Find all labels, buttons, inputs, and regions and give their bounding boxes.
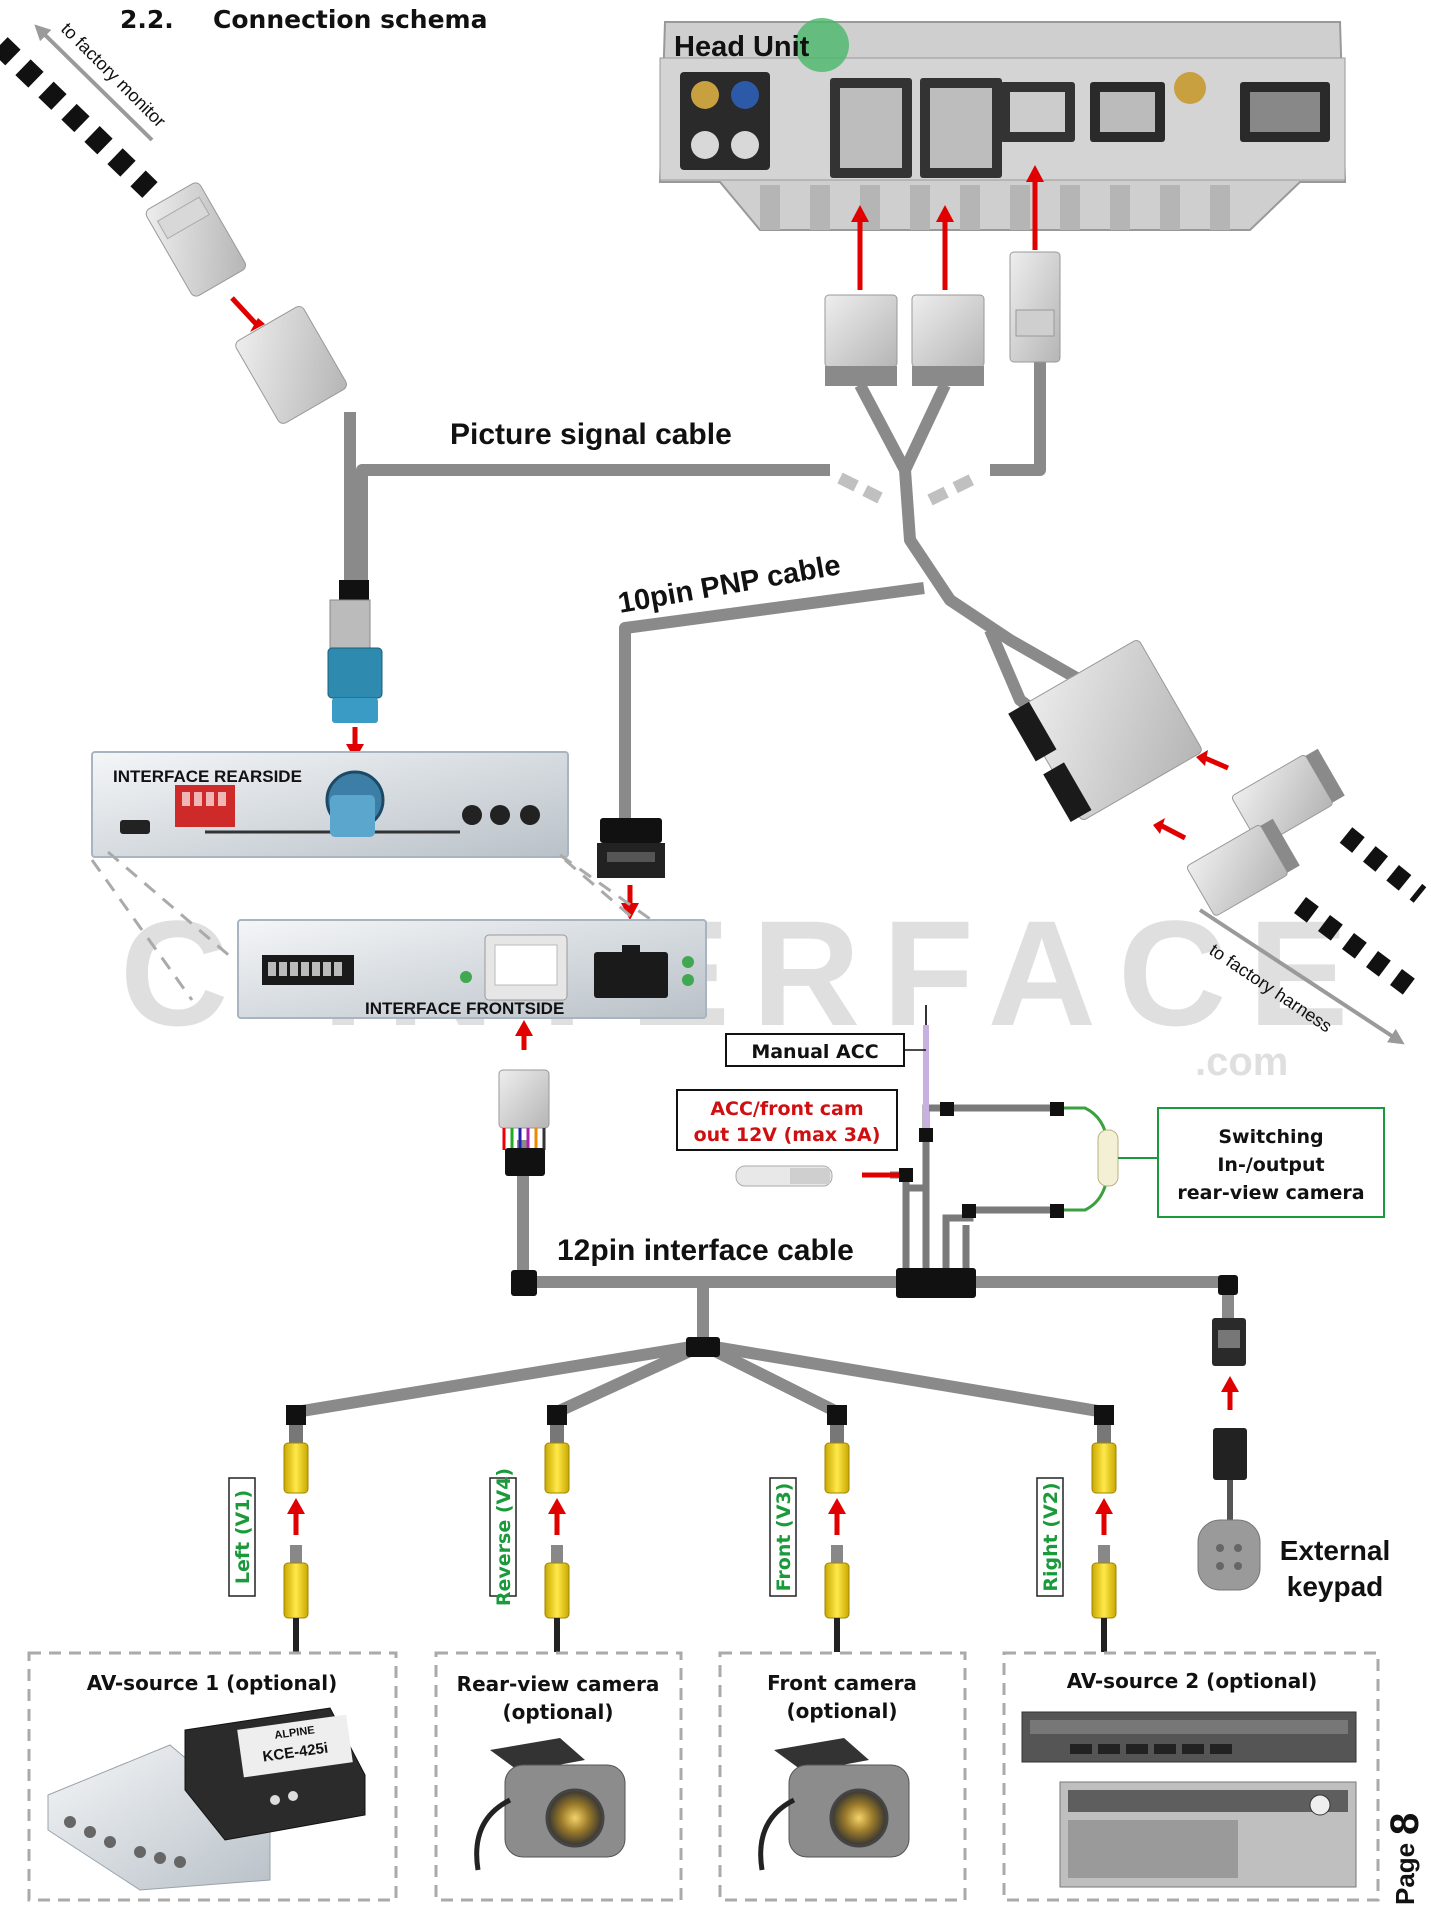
joint-keypad <box>1218 1275 1238 1295</box>
rca-label-4: Right (V2) <box>1040 1482 1062 1591</box>
acc-box: ACC/front cam out 12V (max 3A) <box>676 1089 898 1151</box>
alpine-brand: ALPINE <box>274 1724 316 1741</box>
rca-label-2: Reverse (V4) <box>493 1468 515 1606</box>
twelve-pin-connector <box>498 1069 550 1176</box>
source-3-title: Front camera <box>767 1671 917 1695</box>
picture-dash-right <box>927 472 978 506</box>
rca-label-3: Front (V3) <box>773 1483 795 1592</box>
rca-column-4: Right (V2) <box>1036 1405 1117 1652</box>
harness-trunk <box>899 469 1083 686</box>
source-box-4 <box>1002 1651 1380 1902</box>
picture-dash-left <box>837 472 883 504</box>
source-box-2 <box>434 1651 683 1902</box>
rca-label-1: Left (V1) <box>232 1490 254 1584</box>
fan-reverse <box>554 1339 706 1418</box>
harness-connectors <box>824 251 1061 386</box>
switching-box: Switching In-/output rear-view camera <box>1118 1107 1385 1218</box>
keypad-label-line2: keypad <box>1287 1571 1384 1602</box>
pnp-connector <box>597 818 665 878</box>
source-3-subtitle: (optional) <box>786 1699 897 1723</box>
rca-column-3: Front (V3) <box>769 1405 850 1652</box>
section-title: Connection schema <box>213 5 487 34</box>
watermark-suffix: .com <box>1195 1040 1288 1084</box>
picture-signal-cable <box>356 464 830 590</box>
source-1-title: AV-source 1 (optional) <box>87 1671 338 1695</box>
monitor-socket <box>235 305 347 424</box>
joint-fan <box>686 1337 720 1357</box>
monitor-dashed-cable <box>0 37 158 198</box>
section-number: 2.2. <box>120 5 174 34</box>
interface-frontside <box>237 919 707 1019</box>
cable-joints <box>511 1102 1238 1357</box>
rca-inputs: Left (V1) Reverse (V4) Front (V3) Right (V2… <box>228 1405 1117 1652</box>
fan-right <box>702 1339 1105 1418</box>
harness-mid <box>899 382 951 473</box>
joint-switch-top <box>1050 1102 1064 1116</box>
monitor-plug <box>145 182 247 297</box>
harness-dashed-bottom <box>1294 897 1426 1003</box>
picture-cable-label: Picture signal cable <box>450 418 732 451</box>
av-source-2-devices <box>1021 1711 1357 1888</box>
manual-acc-label: Manual ACC <box>751 1041 878 1063</box>
cables <box>290 360 1234 1425</box>
wire-bundle <box>890 1104 1055 1282</box>
fuse <box>1097 1129 1119 1187</box>
picture-right-end <box>990 360 1046 476</box>
hu-connector-2 <box>911 294 985 368</box>
interface-cable-label: 12pin interface cable <box>557 1234 854 1267</box>
rear-camera-device <box>474 1738 626 1871</box>
interface-box: INTERFACE REARSIDE INTERFACE FRONTSIDE <box>90 751 707 1019</box>
head-unit-arrows <box>851 165 1044 290</box>
front-camera-device <box>758 1738 910 1871</box>
hu-connector-3 <box>1009 251 1061 363</box>
keypad-label-line1: External <box>1280 1535 1391 1566</box>
switching-line2: In-/output <box>1217 1154 1324 1176</box>
keypad-device <box>1197 1519 1261 1591</box>
to-harness-arrow <box>1198 908 1405 1045</box>
source-2-subtitle: (optional) <box>502 1700 613 1724</box>
to-monitor-arrow <box>34 24 154 142</box>
hu-connector-1 <box>824 294 898 368</box>
head-unit-label: Head Unit <box>674 31 810 63</box>
source-boxes <box>27 1651 1380 1902</box>
source-box-1 <box>27 1651 398 1902</box>
acc-label-line1: ACC/front cam <box>710 1098 863 1120</box>
head-unit-ports <box>680 72 1330 178</box>
harness-left <box>854 382 911 473</box>
fan-front <box>700 1339 840 1418</box>
av-source-1-devices: ALPINE KCE-425i <box>47 1707 366 1891</box>
manual-acc-box: Manual ACC <box>725 1033 926 1067</box>
head-unit: Head Unit <box>658 18 1347 231</box>
source-2-title: Rear-view camera <box>457 1672 660 1696</box>
page-number: 8 <box>1383 1813 1427 1835</box>
source-4-title: AV-source 2 (optional) <box>1067 1669 1318 1693</box>
interface-front-label: INTERFACE FRONTSIDE <box>365 999 564 1018</box>
joint-switch-bottom <box>1050 1204 1064 1218</box>
switching-line3: rear-view camera <box>1177 1182 1364 1204</box>
interface-rear-label: INTERFACE REARSIDE <box>113 767 302 786</box>
page-label: Page <box>1390 1843 1420 1905</box>
joint-left <box>511 1270 537 1296</box>
rca-column-1: Left (V1) <box>228 1405 309 1652</box>
monitor-connector-group: to factory monitor <box>0 19 347 424</box>
fan-left <box>295 1339 704 1418</box>
rca-column-2: Reverse (V4) <box>489 1405 570 1652</box>
pnp-cable <box>619 582 925 820</box>
joint-bundle <box>896 1268 976 1298</box>
acc-terminal <box>735 1165 833 1187</box>
harness-dashed-top <box>1339 827 1427 903</box>
fakra-connector <box>327 580 383 723</box>
keypad-group: External keypad <box>1197 1318 1391 1602</box>
acc-label-line2: out 12V (max 3A) <box>694 1124 881 1146</box>
switching-line1: Switching <box>1218 1126 1323 1148</box>
source-box-3 <box>718 1651 967 1902</box>
